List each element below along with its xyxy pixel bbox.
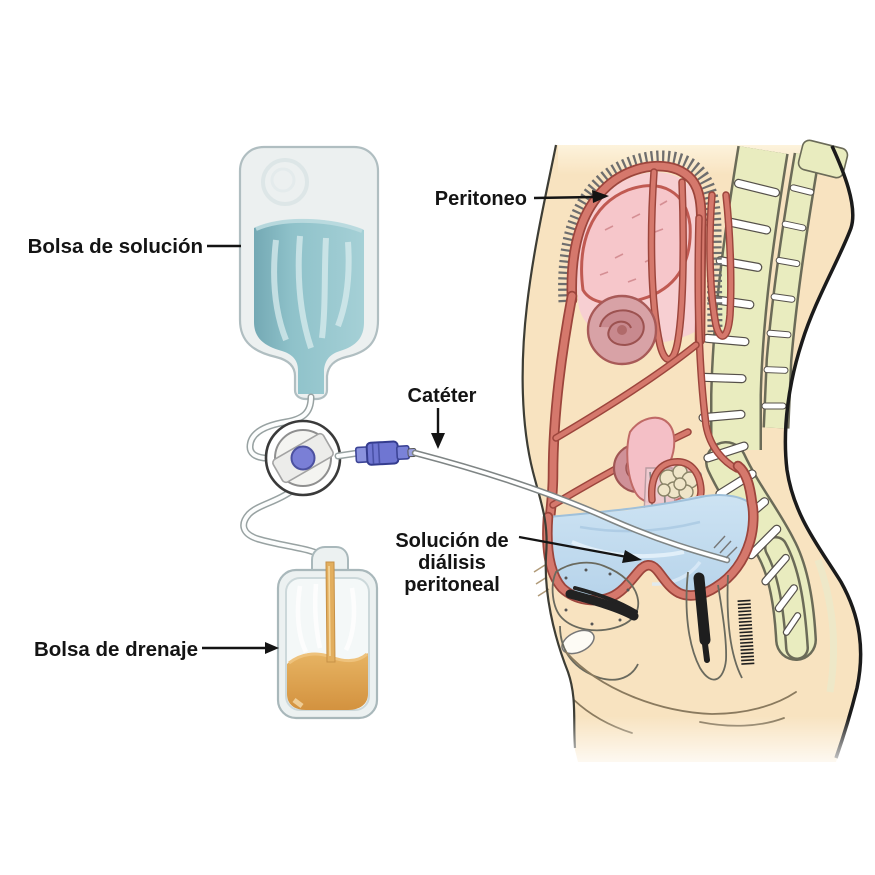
drainage-bag-arrowhead	[265, 642, 279, 654]
dialysis-solution-arrowhead	[622, 550, 642, 563]
svg-text:diálisis: diálisis	[418, 552, 486, 574]
solution-bag-label: Bolsa de solución	[28, 235, 203, 258]
back-body-edge	[783, 145, 863, 759]
svg-text:peritoneal: peritoneal	[404, 574, 500, 596]
catheter-drain-marks	[713, 535, 738, 559]
catheter-label: Catéter	[408, 385, 477, 407]
stomach-texture	[599, 200, 668, 283]
intestine-rosette-1	[586, 294, 658, 366]
bag-highlights	[295, 583, 357, 654]
catheter-arrowhead	[431, 433, 445, 449]
peritoneum-arrowhead	[592, 190, 609, 203]
body-cross-section	[521, 139, 863, 762]
solution-bag	[238, 145, 380, 401]
catheter-connector	[354, 440, 417, 466]
bottom-fade	[480, 716, 875, 786]
dialysis-solution-arrow-line	[518, 535, 628, 559]
pelvic-bones	[551, 561, 755, 681]
drainage-bag-neck	[311, 546, 349, 573]
annotations: Bolsa de solución Peritoneo Catéter Solu…	[28, 188, 642, 661]
drainage-liquid	[287, 652, 368, 710]
catheter	[411, 449, 738, 564]
peritoneum-arrow-line	[533, 195, 595, 200]
drainage-bag-label: Bolsa de drenaje	[34, 638, 198, 661]
liquid-highlights	[271, 235, 352, 349]
valve-knob	[290, 445, 316, 471]
drainage-bag	[276, 546, 379, 720]
svg-text:Solución de: Solución de	[395, 530, 508, 552]
peritoneum-label: Peritoneo	[435, 188, 527, 210]
dialysis-solution-label: Solución de diálisis peritoneal	[395, 530, 508, 596]
solution-liquid	[254, 219, 364, 394]
drainage-stream	[325, 561, 336, 663]
posterior-discs	[761, 184, 815, 410]
transfer-valve	[264, 419, 342, 497]
